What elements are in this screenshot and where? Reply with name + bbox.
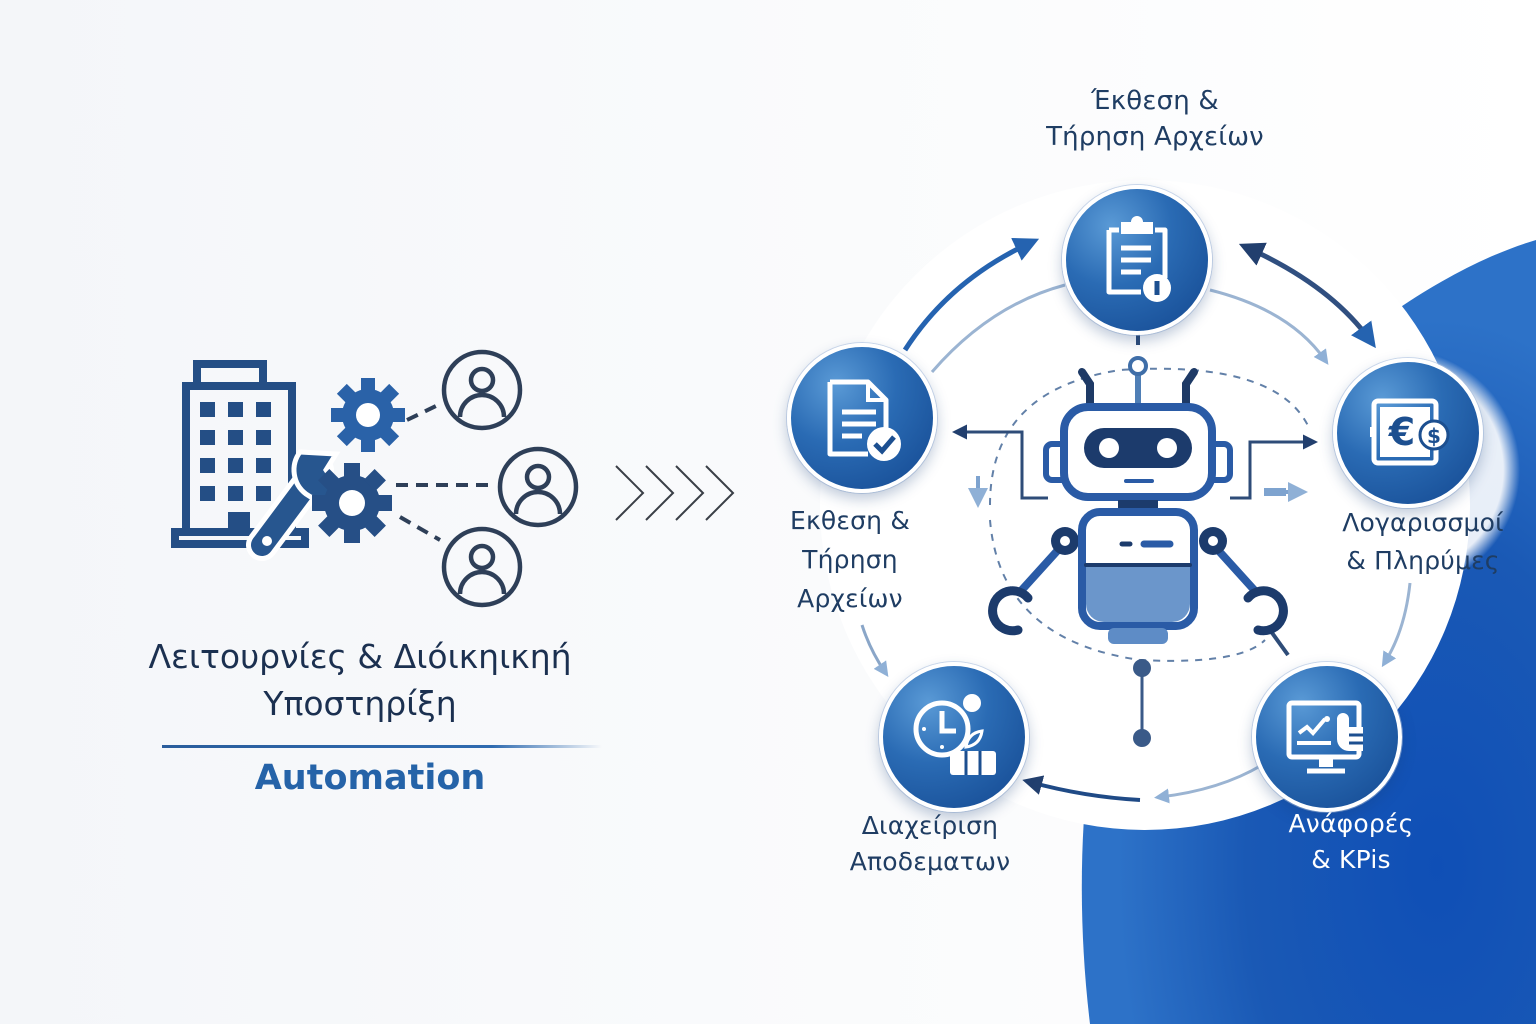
label-line: Ανάφορές bbox=[1288, 809, 1414, 838]
connector-lines bbox=[396, 402, 488, 542]
cycle-node-right[interactable]: € $ bbox=[1333, 358, 1483, 508]
gear-icon bbox=[312, 463, 392, 543]
building-icon bbox=[171, 360, 309, 548]
node-label-top: Έκθεση & Τήρηση Αρχείων bbox=[1000, 84, 1310, 156]
user-icon bbox=[497, 446, 579, 528]
arrow-bottom-to-left bbox=[1022, 775, 1141, 802]
robot-link-left bbox=[952, 424, 1048, 500]
node-label-right: Λογαρισσμοί & Πληρύμες bbox=[1314, 504, 1532, 579]
robot-link-right bbox=[1230, 434, 1318, 500]
label-line: Διαχείριση bbox=[861, 811, 999, 840]
clipboard-alert-icon bbox=[1106, 216, 1171, 302]
arc-top-right bbox=[1209, 288, 1329, 365]
user-icon bbox=[441, 349, 523, 431]
label-line: & KPis bbox=[1311, 845, 1391, 875]
dashed-ring bbox=[989, 367, 1311, 662]
connector-pin bbox=[1133, 659, 1151, 747]
cycle-node-bottom-right[interactable] bbox=[1252, 662, 1402, 812]
label-line: & Πληρύμες bbox=[1346, 545, 1500, 575]
robot-link-bar bbox=[1264, 488, 1286, 496]
cycle-node-bottom-left[interactable] bbox=[879, 662, 1029, 812]
arc-leftlabel-bottomleft bbox=[860, 624, 889, 677]
node-label-bottom-right: Ανάφορές & KPis bbox=[1256, 806, 1446, 879]
arc-bottomright-bottom bbox=[1154, 763, 1263, 804]
section-title: Λειτουρνίες & Διόικηικηή Υποστηρίξη bbox=[100, 634, 620, 728]
clock-inventory-icon bbox=[913, 694, 996, 775]
section-subtitle: Automation bbox=[254, 758, 486, 798]
label-line: Έκθεση & bbox=[1091, 86, 1219, 116]
section-title-line: Υποστηρίξη bbox=[263, 683, 457, 723]
document-check-icon bbox=[827, 379, 901, 461]
bottomright-stem bbox=[1268, 628, 1290, 657]
arc-right-bottomright bbox=[1381, 582, 1412, 668]
title-divider bbox=[162, 745, 602, 748]
arrow-top-right-bidir bbox=[1238, 242, 1376, 349]
cycle-node-left[interactable] bbox=[787, 343, 937, 493]
label-line: Λογαρισσμοί bbox=[1342, 508, 1504, 537]
label-line: Τήρηση Αρχείων bbox=[1046, 121, 1264, 152]
label-line: Αποδεματων bbox=[849, 847, 1011, 877]
label-line: Αρχείων bbox=[797, 583, 903, 613]
svg-text:€: € bbox=[1388, 410, 1415, 454]
euro-payment-icon: € $ bbox=[1370, 398, 1450, 466]
section-title-line: Λειτουρνίες & Διόικηικηή bbox=[148, 637, 572, 676]
label-line: Τήρηση bbox=[802, 544, 898, 574]
wrench-icon bbox=[246, 449, 352, 561]
chevrons-right-icon bbox=[615, 465, 735, 521]
arc-left-top bbox=[930, 283, 1066, 373]
monitor-chart-icon bbox=[1286, 700, 1363, 774]
arrow-left-to-top bbox=[902, 237, 1040, 352]
node-label-bottom-left: Διαχείριση Αποδεματων bbox=[815, 808, 1045, 881]
svg-text:$: $ bbox=[1427, 424, 1441, 448]
user-icon bbox=[441, 526, 523, 608]
node-label-left: Εκθεση & Τήρηση Αρχείων bbox=[762, 502, 938, 618]
cycle-node-top[interactable] bbox=[1062, 185, 1212, 335]
label-line: Εκθεση & bbox=[789, 506, 911, 535]
